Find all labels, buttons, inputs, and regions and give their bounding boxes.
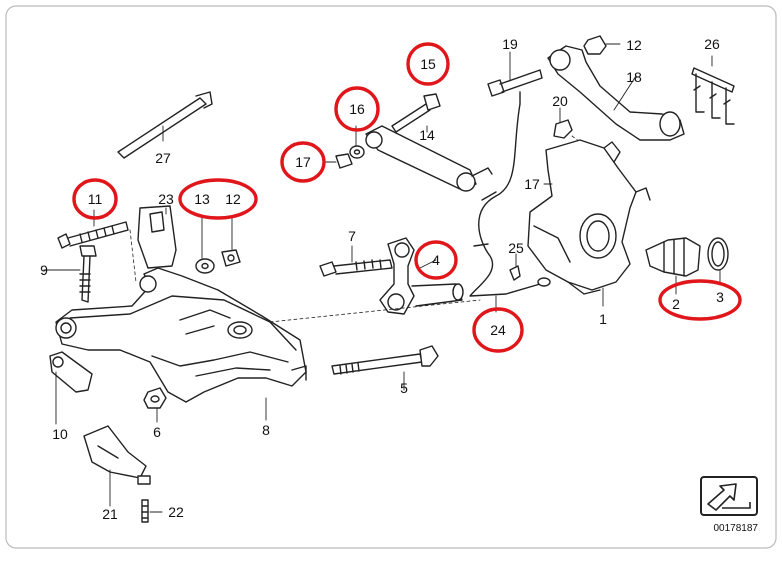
part-label-2: 2 bbox=[672, 296, 680, 312]
wheel-carrier-1 bbox=[527, 139, 651, 295]
part-label-11: 11 bbox=[87, 191, 103, 207]
part-label-26: 26 bbox=[704, 36, 720, 52]
link-4 bbox=[379, 237, 464, 315]
part-label-23: 23 bbox=[158, 191, 174, 207]
part-label-10: 10 bbox=[52, 426, 68, 442]
highlight-13-12 bbox=[178, 178, 258, 220]
nut-12-top bbox=[583, 35, 607, 55]
part-label-13: 13 bbox=[194, 191, 210, 207]
part-label-17: 17 bbox=[295, 154, 311, 170]
part-label-5: 5 bbox=[400, 380, 408, 396]
part-label-21: 21 bbox=[102, 506, 118, 522]
bolt-15 bbox=[391, 93, 441, 133]
diagram-id: 00178187 bbox=[713, 523, 759, 534]
subframe-8 bbox=[55, 267, 307, 403]
nut-12-left bbox=[221, 249, 241, 267]
bracket-21 bbox=[83, 425, 147, 479]
part-label-12-top: 12 bbox=[626, 37, 642, 53]
wishbone-18 bbox=[547, 45, 685, 141]
part-label-7: 7 bbox=[348, 228, 356, 244]
highlight-15 bbox=[406, 42, 450, 86]
part-label-14: 14 bbox=[419, 127, 435, 143]
cable-tie-27 bbox=[117, 91, 213, 159]
bolt-9 bbox=[79, 245, 97, 303]
part-label-18: 18 bbox=[626, 69, 642, 85]
orientation-arrow-icon bbox=[700, 476, 758, 516]
bolt-7 bbox=[319, 259, 393, 277]
part-label-3: 3 bbox=[716, 289, 724, 305]
bracket-10 bbox=[49, 351, 93, 393]
part-label-4: 4 bbox=[432, 252, 440, 268]
part-label-22: 22 bbox=[168, 504, 184, 520]
control-arm-14 bbox=[365, 125, 493, 192]
screw-22 bbox=[137, 475, 151, 523]
part-label-12: 12 bbox=[225, 191, 241, 207]
frame-border bbox=[5, 5, 777, 549]
bolt-11 bbox=[57, 221, 129, 249]
part-label-20: 20 bbox=[552, 93, 568, 109]
bracket-23 bbox=[137, 205, 177, 269]
ring-3 bbox=[707, 237, 729, 271]
washer-16 bbox=[349, 145, 365, 159]
highlight-4 bbox=[414, 240, 458, 280]
boot-2 bbox=[645, 237, 701, 277]
clips-26 bbox=[691, 67, 735, 125]
part-label-19: 19 bbox=[502, 36, 518, 52]
part-label-27: 27 bbox=[155, 150, 171, 166]
bolt-19 bbox=[487, 69, 543, 97]
nut-17-left bbox=[335, 153, 353, 169]
washer-13 bbox=[195, 258, 215, 274]
part-label-6: 6 bbox=[153, 424, 161, 440]
highlight-16 bbox=[334, 86, 380, 132]
nut-20 bbox=[553, 119, 573, 139]
part-label-16: 16 bbox=[349, 101, 365, 117]
highlight-17 bbox=[280, 141, 326, 183]
nut-6 bbox=[143, 387, 167, 409]
part-label-25: 25 bbox=[508, 240, 524, 256]
part-label-8: 8 bbox=[262, 422, 270, 438]
bolt-5 bbox=[331, 345, 439, 375]
part-label-15: 15 bbox=[420, 56, 436, 72]
highlight-circles bbox=[72, 42, 742, 353]
sensor-cable-24 bbox=[469, 91, 551, 297]
highlight-24 bbox=[472, 307, 524, 353]
part-label-9: 9 bbox=[40, 262, 48, 278]
part-label-1: 1 bbox=[599, 311, 607, 327]
bolt-25 bbox=[509, 265, 521, 281]
part-label-24: 24 bbox=[490, 322, 506, 338]
highlight-2-3 bbox=[658, 279, 742, 321]
part-label-17-right: 17 bbox=[524, 176, 540, 192]
highlight-11 bbox=[72, 178, 118, 220]
